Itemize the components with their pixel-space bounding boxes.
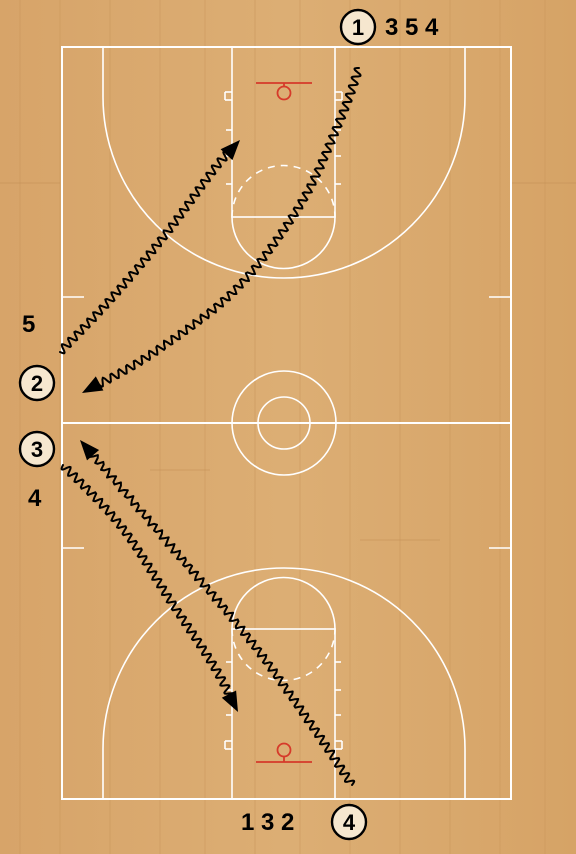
- bottom-free-throw-circle-dashed: [231, 628, 336, 682]
- player-4-circle: [330, 803, 368, 841]
- player-2-label: 2: [31, 371, 43, 396]
- player-3: 3: [18, 430, 56, 468]
- sideline-ticks: [62, 296, 511, 549]
- sequence-left-lower: 4: [28, 485, 42, 512]
- bottom-three-point-arc: [102, 567, 466, 799]
- sequence-top: 3 5 4: [385, 14, 439, 41]
- bottom-hoop-rim: [276, 742, 292, 758]
- player-2: 2: [18, 364, 56, 402]
- bottom-key: [231, 628, 336, 800]
- player-3-circle: [18, 430, 56, 468]
- top-free-throw-circle-solid: [231, 216, 336, 270]
- bottom-lane-hashes: [224, 661, 343, 750]
- player-2-circle: [18, 364, 56, 402]
- dribble-player-3-to-bottom-wing-arrowhead: [221, 690, 238, 712]
- dribble-player-4-to-player-3: [88, 448, 356, 786]
- player-4: 4: [330, 803, 368, 841]
- player-3-label: 3: [31, 437, 43, 462]
- sequence-left-upper: 5: [22, 311, 35, 338]
- dribble-player-2-to-top-wing-arrowhead: [220, 140, 240, 161]
- dribble-player-1-to-player-2-arrowhead: [82, 376, 104, 393]
- dribble-player-1-to-player-2: [93, 67, 362, 388]
- player-1-circle: [339, 8, 377, 46]
- dribble-player-3-to-bottom-wing: [60, 464, 235, 702]
- top-free-throw-circle-dashed: [231, 164, 336, 218]
- top-three-point-arc: [102, 47, 466, 279]
- top-hoop-rim: [276, 85, 292, 101]
- dribble-player-4-to-player-3-arrowhead: [80, 440, 100, 461]
- bottom-free-throw-circle-solid: [231, 576, 336, 630]
- player-4-label: 4: [343, 810, 356, 835]
- wood-grain: [19, 0, 546, 854]
- player-1: 1: [339, 8, 377, 46]
- dribble-paths: [59, 67, 362, 786]
- center-circle-inner: [257, 396, 311, 450]
- top-lane-hashes: [224, 91, 343, 185]
- dribble-player-2-to-top-wing: [59, 150, 234, 355]
- bottom-half-markings: [102, 567, 466, 800]
- player-1-label: 1: [352, 15, 364, 40]
- center-circle-outer: [231, 370, 337, 476]
- wood-seams: [0, 182, 576, 541]
- sequence-bottom: 1 3 2: [241, 809, 294, 836]
